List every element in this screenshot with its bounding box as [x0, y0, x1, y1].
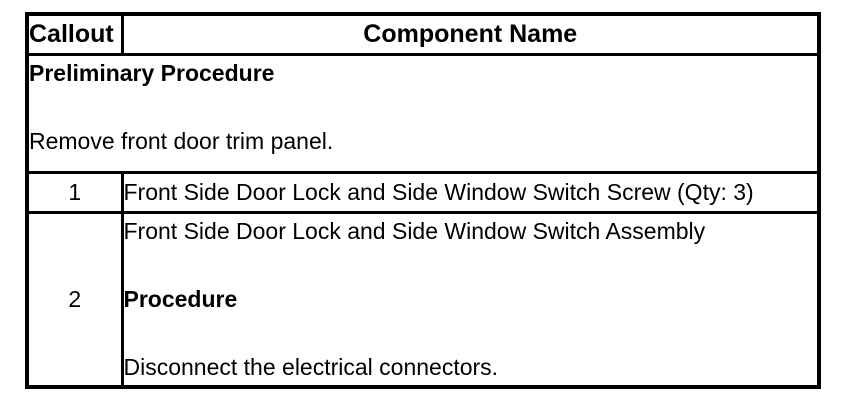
component-name-cell: Front Side Door Lock and Side Window Swi…	[120, 170, 821, 214]
component-name-column-header: Component Name	[120, 12, 821, 56]
preliminary-procedure-title: Preliminary Procedure	[29, 59, 275, 86]
component-name-cell: Front Side Door Lock and Side Window Swi…	[120, 210, 821, 389]
blank-line	[125, 316, 816, 350]
component-name-text: Front Side Door Lock and Side Window Swi…	[123, 217, 706, 244]
preliminary-procedure-cell: Preliminary Procedure Remove front door …	[25, 52, 821, 174]
preliminary-procedure-row: Preliminary Procedure Remove front door …	[25, 52, 821, 174]
procedure-instruction: Disconnect the electrical connectors.	[123, 353, 499, 380]
component-callout-table: Callout Component Name Preliminary Proce…	[25, 12, 821, 389]
preliminary-procedure-instruction: Remove front door trim panel.	[29, 127, 334, 154]
callout-number: 1	[25, 170, 124, 214]
blank-line	[30, 90, 816, 124]
blank-line	[125, 248, 816, 282]
callout-row-1: 1 Front Side Door Lock and Side Window S…	[25, 170, 821, 214]
procedure-heading: Procedure	[123, 285, 238, 312]
callout-number: 2	[25, 210, 124, 389]
callout-row-2: 2 Front Side Door Lock and Side Window S…	[25, 210, 821, 389]
table-header-row: Callout Component Name	[25, 12, 821, 56]
callout-column-header: Callout	[25, 12, 124, 56]
